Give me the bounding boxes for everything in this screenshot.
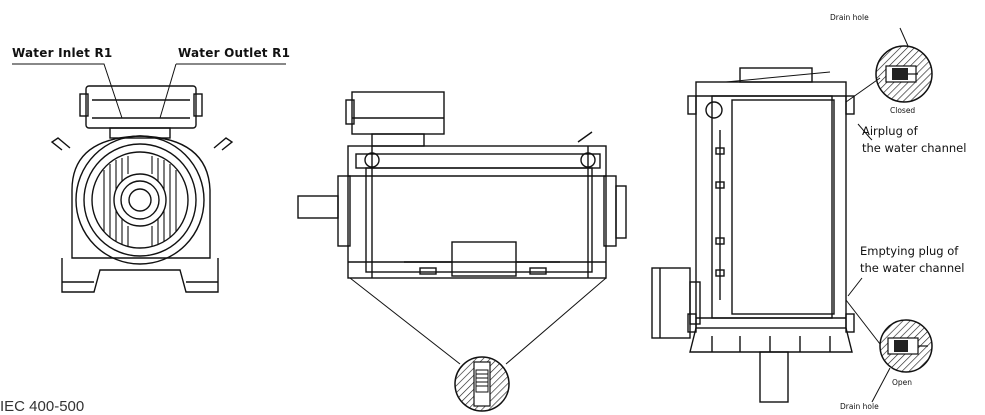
airplug-label-line2: the water channel [862, 141, 967, 155]
side-view [297, 91, 627, 365]
end-view [651, 67, 881, 403]
water-inlet-label: Water Inlet R1 [12, 46, 113, 60]
front-view [12, 63, 286, 293]
emptying-detail-open [871, 319, 933, 403]
drain-hole-top-label: Drain hole [830, 13, 869, 22]
airplug-detail-closed [875, 27, 933, 103]
airplug-label-line1: Airplug of [862, 124, 918, 138]
drain-hole-bottom-label: Drain hole [840, 402, 879, 411]
bottom-plug-detail [454, 356, 510, 412]
emptying-label-line2: the water channel [860, 261, 965, 275]
water-outlet-label: Water Outlet R1 [178, 46, 291, 60]
closed-label: Closed [890, 106, 916, 115]
caption-label: IEC 400-500 [0, 398, 85, 415]
open-label: Open [892, 378, 913, 387]
emptying-label-line1: Emptying plug of [860, 244, 959, 258]
